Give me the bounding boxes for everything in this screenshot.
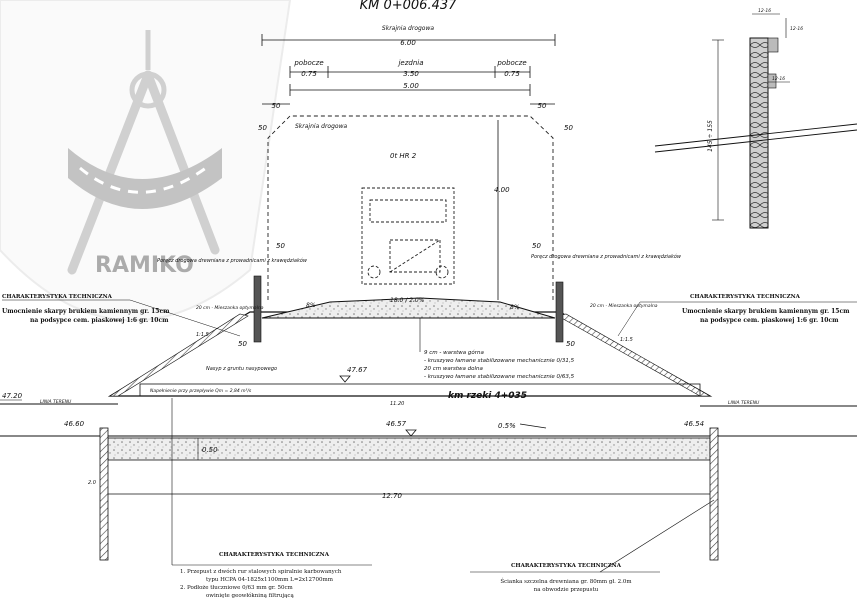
culvert-pipe-outline	[139, 383, 701, 397]
clearance-label: Skrajnia drogowa	[295, 123, 347, 130]
shoulder-left-width: 0.75	[301, 70, 317, 78]
note-left-line1: Umocnienie skarpy brukiem kamiennym gr. …	[2, 308, 170, 315]
total-width: 5.00	[403, 82, 419, 90]
culvert-length: 11.20	[390, 401, 404, 407]
roadway-width: 6.00	[400, 39, 416, 47]
embankment	[107, 311, 713, 397]
offset-left-top: 50	[272, 102, 281, 110]
guardrail-left-label: Poręcz drogowa drewniana z prowadnicami …	[157, 257, 308, 264]
detail-dim-c: 12-16	[772, 76, 785, 82]
note-right-line2: na podsypce cem. piaskowej 1:6 gr. 10cm	[700, 317, 839, 324]
compass-icon	[67, 70, 220, 275]
vehicle-label: 0t HR 2	[390, 152, 417, 160]
compass-hinge-icon	[129, 71, 167, 109]
sheet-pile-left	[99, 427, 109, 561]
detail-height: 145 ÷ 155	[707, 120, 714, 152]
detail-timber-post	[749, 37, 769, 229]
level-right-outlet: 46.54	[684, 420, 704, 428]
note-right-line1: Umocnienie skarpy brukiem kamiennym gr. …	[682, 308, 850, 315]
level-marker-center-top	[339, 375, 351, 383]
gravel-right-label: 20 cm - Mieszanka optymalna	[590, 303, 658, 309]
top-dimensions	[261, 34, 556, 105]
slope-left: 8%	[306, 302, 316, 309]
section-label: km rzeki 4+035	[448, 391, 527, 401]
guardrail-detail	[654, 13, 857, 229]
guardrail-right-label: Poręcz drogowa drewniana z prowadnicami …	[531, 253, 682, 260]
sheet-pile-right	[709, 427, 719, 561]
page-title: KM 0+006.437	[360, 0, 458, 13]
road-swoosh-icon	[68, 148, 222, 209]
slope-ratio-left: 1:1.5	[196, 332, 209, 338]
logo-shield-outline	[0, 0, 292, 322]
note-left-line2: na podsypce cem. piaskowej 1:6 gr. 10cm	[30, 317, 169, 324]
level-marker-center-bottom	[405, 429, 417, 437]
layer2-label: 20 cm warstwa dolna	[424, 366, 484, 372]
slope-right: 8%	[510, 304, 520, 311]
flow-label: Napełnienie przy przepływie Qm = 2,84 m³…	[150, 388, 252, 394]
clearance-gauge	[267, 115, 554, 300]
offset-right-3: 50	[566, 340, 575, 348]
crown-label: 18.0 / 2.0%	[390, 297, 425, 304]
shoulder-right-label: pobocze	[496, 59, 526, 67]
note-left-title: CHARAKTERYSTYKA TECHNICZNA	[2, 294, 113, 300]
gradient-label: 0.5%	[498, 422, 516, 430]
terrain-left-label: LINIA TERENU	[40, 399, 72, 405]
slope-protection-right	[557, 313, 712, 397]
level-left-inlet: 46.60	[64, 420, 85, 428]
note-bottom-right-line2: na obwodzie przepustu	[534, 587, 599, 593]
level-center-bottom: 46.57	[386, 420, 407, 428]
slope-protection-left	[108, 313, 249, 397]
note-bottom-right-title: CHARAKTERYSTYKA TECHNICZNA	[511, 563, 622, 569]
note-right-title: CHARAKTERYSTYKA TECHNICZNA	[690, 294, 801, 300]
roadway-label: Skrajnia drogowa	[382, 25, 434, 32]
level-left-terrain: 47.20	[2, 392, 23, 400]
offset-left-2: 50	[276, 242, 285, 250]
note-bottom-left-line4: owinięte geowłókniną filtrującą	[206, 592, 295, 599]
detail-rail-upper	[654, 123, 857, 147]
note-bottom-right-line1: Ścianka szczelna drewniana gr. 80mm gł. …	[500, 577, 632, 585]
note-bottom-left-line2: typu HCPA 04-1825x1100mm L=2x12700mm	[206, 577, 334, 583]
logo-text: RAMIKO	[95, 253, 194, 278]
guardrail-post-left	[253, 275, 262, 343]
offset-left-3: 50	[238, 340, 247, 348]
offset-right-1: 50	[564, 124, 573, 132]
shoulder-right-width: 0.75	[504, 70, 520, 78]
offset-right-2: 50	[532, 242, 541, 250]
detail-dim-a: 12-16	[758, 8, 771, 14]
lane-label: jezdnia	[397, 59, 423, 67]
note-bottom-left-line1: 1. Przepust z dwóch rur stalowych spiral…	[180, 568, 342, 575]
note-bottom-left-line3: 2. Podłoże tłuczniowe 0/63 mm gr. 50cm	[180, 585, 294, 591]
depth-dim: 0.50	[202, 446, 218, 454]
vehicle-outline	[361, 187, 455, 285]
company-logo: RAMIKO	[0, 0, 292, 322]
gradient-arrow	[519, 423, 547, 429]
detail-dim-b: 12-16	[790, 26, 803, 32]
layer1b-label: - kruszywo łamane stabilizowane mechanic…	[424, 358, 575, 364]
offset-right-top: 50	[538, 102, 547, 110]
gravel-left-label: 20 cm - Mieszanka optymalna	[196, 305, 264, 311]
note-bottom-left-title: CHARAKTERYSTYKA TECHNICZNA	[219, 552, 330, 558]
lane-width: 3.50	[403, 70, 419, 78]
layer2b-label: - kruszywo łamane stabilizowane mechanic…	[424, 374, 575, 380]
slope-ratio-right: 1:1.5	[620, 337, 633, 343]
embankment-fill-label: Nasyp z gruntu nasypowego	[206, 366, 277, 372]
base-length: 12.70	[382, 492, 403, 500]
layer1-label: 9 cm - warstwa górna	[424, 349, 484, 356]
shoulder-left-label: pobocze	[293, 59, 323, 67]
terrain-right-label: LINIA TERENU	[728, 400, 760, 406]
guardrail-post-right	[555, 281, 564, 343]
detail-rail-lower	[654, 129, 857, 153]
offset-left-1: 50	[258, 124, 267, 132]
height-dim: 4.00	[494, 186, 510, 194]
side-depth-dim: 2.0	[88, 480, 96, 486]
level-center-top: 47.67	[347, 366, 368, 374]
